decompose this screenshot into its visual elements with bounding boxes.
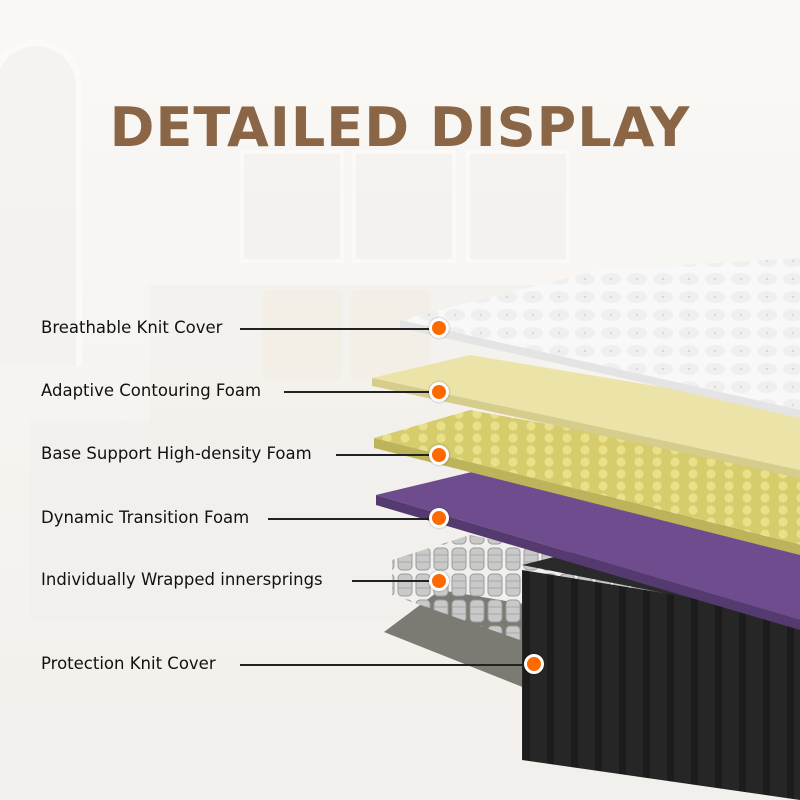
orange-dot-marker-icon [429, 508, 449, 528]
mattress-base [522, 570, 800, 800]
page-title: DETAILED DISPLAY [109, 96, 691, 159]
layer-label-innersprings: Individually Wrapped innersprings [41, 570, 323, 589]
layer-label-contouring-foam: Adaptive Contouring Foam [41, 381, 262, 400]
knit-cover-layer [400, 258, 800, 410]
leader-line [240, 664, 526, 666]
background-wall-art [466, 150, 570, 263]
orange-dot-marker-icon [429, 445, 449, 465]
background-wall-art [352, 150, 456, 263]
contouring-foam-layer [372, 355, 800, 470]
leader-line [240, 328, 430, 330]
orange-dot-marker-icon [524, 654, 544, 674]
leader-line [268, 518, 432, 520]
leader-line [336, 454, 432, 456]
leader-line [352, 580, 432, 582]
leader-line [284, 391, 432, 393]
background-wall-art [240, 150, 344, 263]
background-arched-window [0, 40, 82, 366]
high-density-foam-layer [374, 410, 800, 545]
orange-dot-marker-icon [429, 318, 449, 338]
layer-label-knit-cover: Breathable Knit Cover [41, 318, 223, 337]
transition-foam-layer [376, 470, 800, 620]
layer-label-high-density-foam: Base Support High-density Foam [41, 444, 312, 463]
layer-label-transition-foam: Dynamic Transition Foam [41, 508, 250, 527]
orange-dot-marker-icon [429, 382, 449, 402]
orange-dot-marker-icon [429, 571, 449, 591]
background-pillow [262, 290, 342, 380]
layer-label-protection-cover: Protection Knit Cover [41, 654, 216, 673]
background-pillow [350, 290, 430, 380]
